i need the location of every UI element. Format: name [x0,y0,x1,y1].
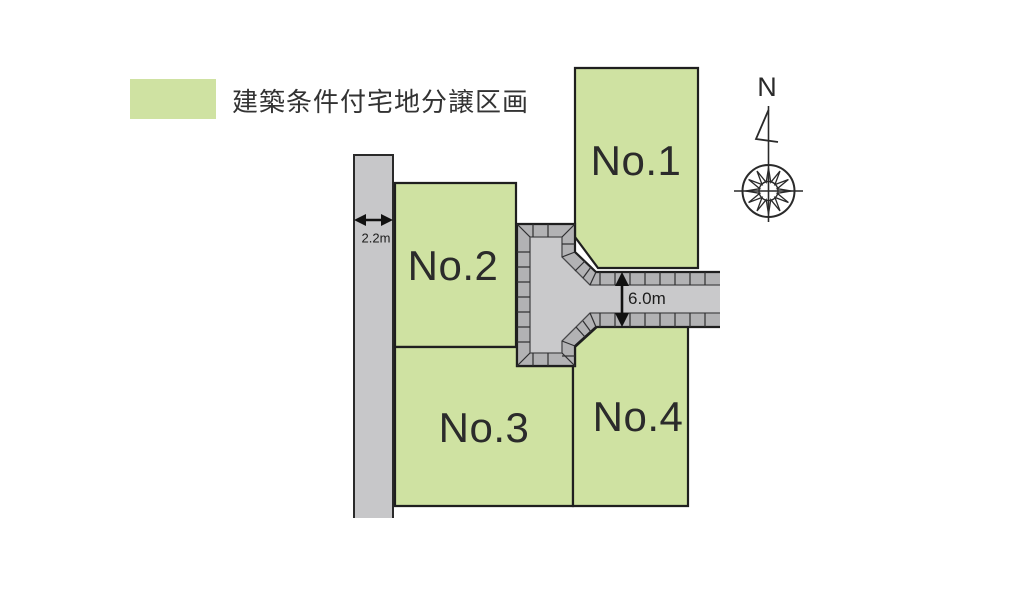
north-label: N [757,72,777,102]
legend-swatch-color [130,79,216,119]
plot-no3-label: No.3 [438,404,530,451]
left-road-border [353,154,394,518]
left-road-width-arrow [354,214,393,226]
left-road-surface [354,155,393,518]
main-road-width-arrow [615,272,629,327]
road-brick-joints [516,223,706,367]
road-surface [530,237,720,353]
plot-no4-label: No.4 [592,393,684,440]
legend-label: 建築条件付宅地分譲区画 [232,87,530,117]
left-road-width-label: 2.2m [361,230,391,246]
compass-icon [734,106,803,222]
legend-swatch [130,79,216,119]
plot-no2-label: No.2 [407,242,499,289]
plot-no1-shape [573,66,700,270]
road-outline [515,222,720,368]
main-road-width-label: 6.0m [628,289,666,308]
plot-no1-label: No.1 [590,137,682,184]
